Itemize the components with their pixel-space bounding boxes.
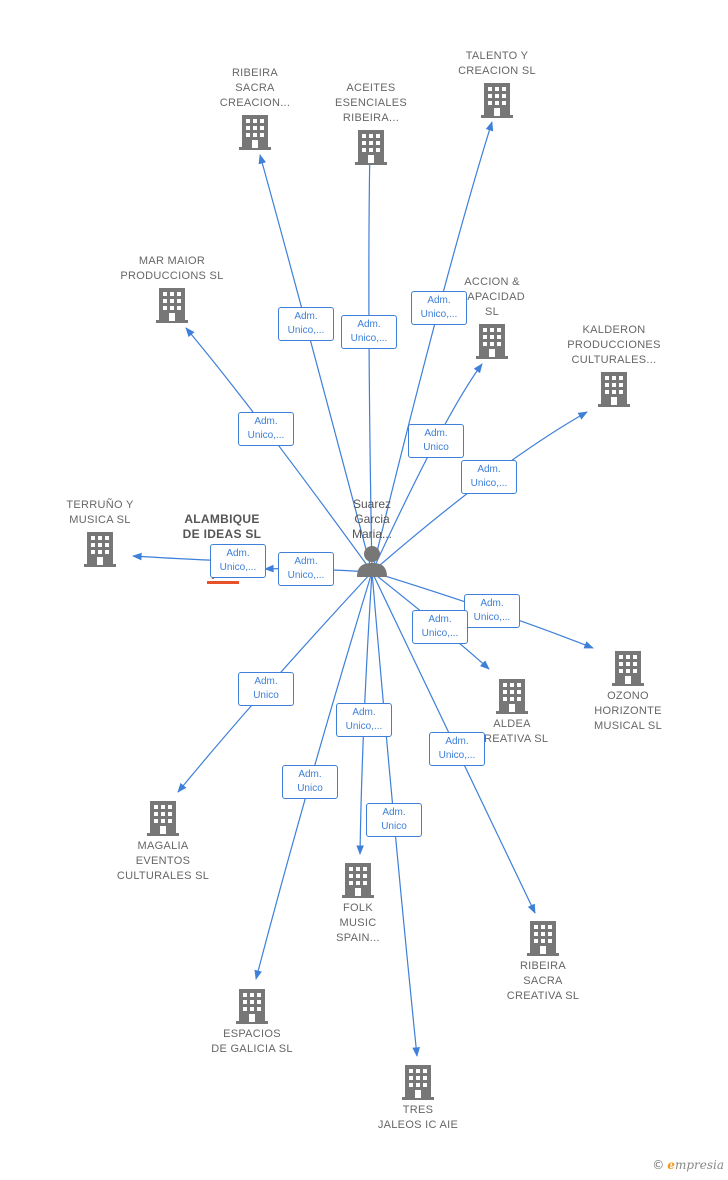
company-node-terruno[interactable]: TERRUÑO Y MUSICA SL [20,498,180,567]
role-badge-ribeira-sacra-creativa[interactable]: Adm. Unico,... [429,732,485,766]
role-badge-ozono[interactable]: Adm. Unico,... [464,594,520,628]
building-icon [481,82,513,118]
building-icon [147,800,179,836]
company-label: MAR MAIOR PRODUCCIONS SL [120,255,224,282]
company-label: RIBEIRA SACRA CREACION... [219,67,291,109]
company-node-accion[interactable]: ACCION & CAPACIDAD SL [412,275,572,359]
company-node-magalia[interactable]: MAGALIA EVENTOS CULTURALES SL [83,800,243,884]
company-node-mar-maior[interactable]: MAR MAIOR PRODUCCIONS SL [92,254,252,323]
building-icon [236,988,268,1024]
role-badge-ribeira-sacra-creacion[interactable]: Adm. Unico,... [278,307,334,341]
role-badge-alambique[interactable]: Adm. Unico,... [278,552,334,586]
role-badge-espacios[interactable]: Adm. Unico [282,765,338,799]
company-node-aldea[interactable]: ALDEA CREATIVA SL [432,678,592,747]
company-node-alambique[interactable]: ALAMBIQUE DE IDEAS SL [142,512,302,542]
company-label: ACCION & CAPACIDAD SL [458,276,526,318]
building-icon [342,862,374,898]
copyright-symbol: © [652,1158,665,1172]
role-badge-aceites[interactable]: Adm. Unico,... [341,315,397,349]
building-icon [84,531,116,567]
role-badge-kalderon[interactable]: Adm. Unico,... [461,460,517,494]
company-node-espacios[interactable]: ESPACIOS DE GALICIA SL [172,988,332,1057]
building-icon [527,920,559,956]
company-node-kalderon[interactable]: KALDERON PRODUCCIONES CULTURALES... [534,323,694,407]
company-node-ribeira-sacra-creativa[interactable]: RIBEIRA SACRA CREATIVA SL [463,920,623,1004]
role-badge-tres-jaleos[interactable]: Adm. Unico [366,803,422,837]
role-badge-accion[interactable]: Adm. Unico [408,424,464,458]
role-badge-talento[interactable]: Adm. Unico,... [411,291,467,325]
company-label: TRES JALEOS IC AIE [377,1104,459,1131]
role-badge-folk[interactable]: Adm. Unico,... [336,703,392,737]
company-label: OZONO HORIZONTE MUSICAL SL [593,690,662,732]
company-label: FOLK MUSIC SPAIN... [336,902,380,944]
brand-footer: ©empresia [652,1158,724,1172]
role-badge-aldea[interactable]: Adm. Unico,... [412,610,468,644]
building-icon [402,1064,434,1100]
company-node-tres-jaleos[interactable]: TRES JALEOS IC AIE [338,1064,498,1133]
company-node-folk[interactable]: FOLK MUSIC SPAIN... [278,862,438,946]
role-badge-terruno[interactable]: Adm. Unico,... [210,544,266,578]
company-node-ozono[interactable]: OZONO HORIZONTE MUSICAL SL [548,650,708,734]
building-icon [612,650,644,686]
role-badge-mar-maior[interactable]: Adm. Unico,... [238,412,294,446]
center-person-node[interactable]: Suarez Garcia Maria... [317,497,427,578]
building-icon [476,323,508,359]
company-node-ribeira-sacra-creacion[interactable]: RIBEIRA SACRA CREACION... [175,66,335,150]
company-label: KALDERON PRODUCCIONES CULTURALES... [567,324,661,366]
building-icon [239,114,271,150]
company-label: RIBEIRA SACRA CREATIVA SL [506,960,580,1002]
brand-initial: e [667,1158,675,1172]
company-label: MAGALIA EVENTOS CULTURALES SL [116,840,210,882]
center-person-name: Suarez Garcia Maria... [351,497,392,541]
brand-name: mpresia [674,1158,724,1172]
company-node-aceites[interactable]: ACEITES ESENCIALES RIBEIRA... [291,81,451,165]
building-icon [496,678,528,714]
role-badge-magalia[interactable]: Adm. Unico [238,672,294,706]
company-label: TERRUÑO Y MUSICA SL [66,499,134,526]
building-icon [355,129,387,165]
company-label: ALAMBIQUE DE IDEAS SL [182,512,262,541]
company-label: ESPACIOS DE GALICIA SL [211,1028,293,1055]
company-label: ACEITES ESENCIALES RIBEIRA... [334,82,408,124]
company-label: TALENTO Y CREACION SL [458,50,536,77]
company-node-talento[interactable]: TALENTO Y CREACION SL [417,49,577,118]
building-icon [598,371,630,407]
company-label: ALDEA CREATIVA SL [475,718,549,745]
person-icon [357,546,387,577]
building-icon [156,287,188,323]
